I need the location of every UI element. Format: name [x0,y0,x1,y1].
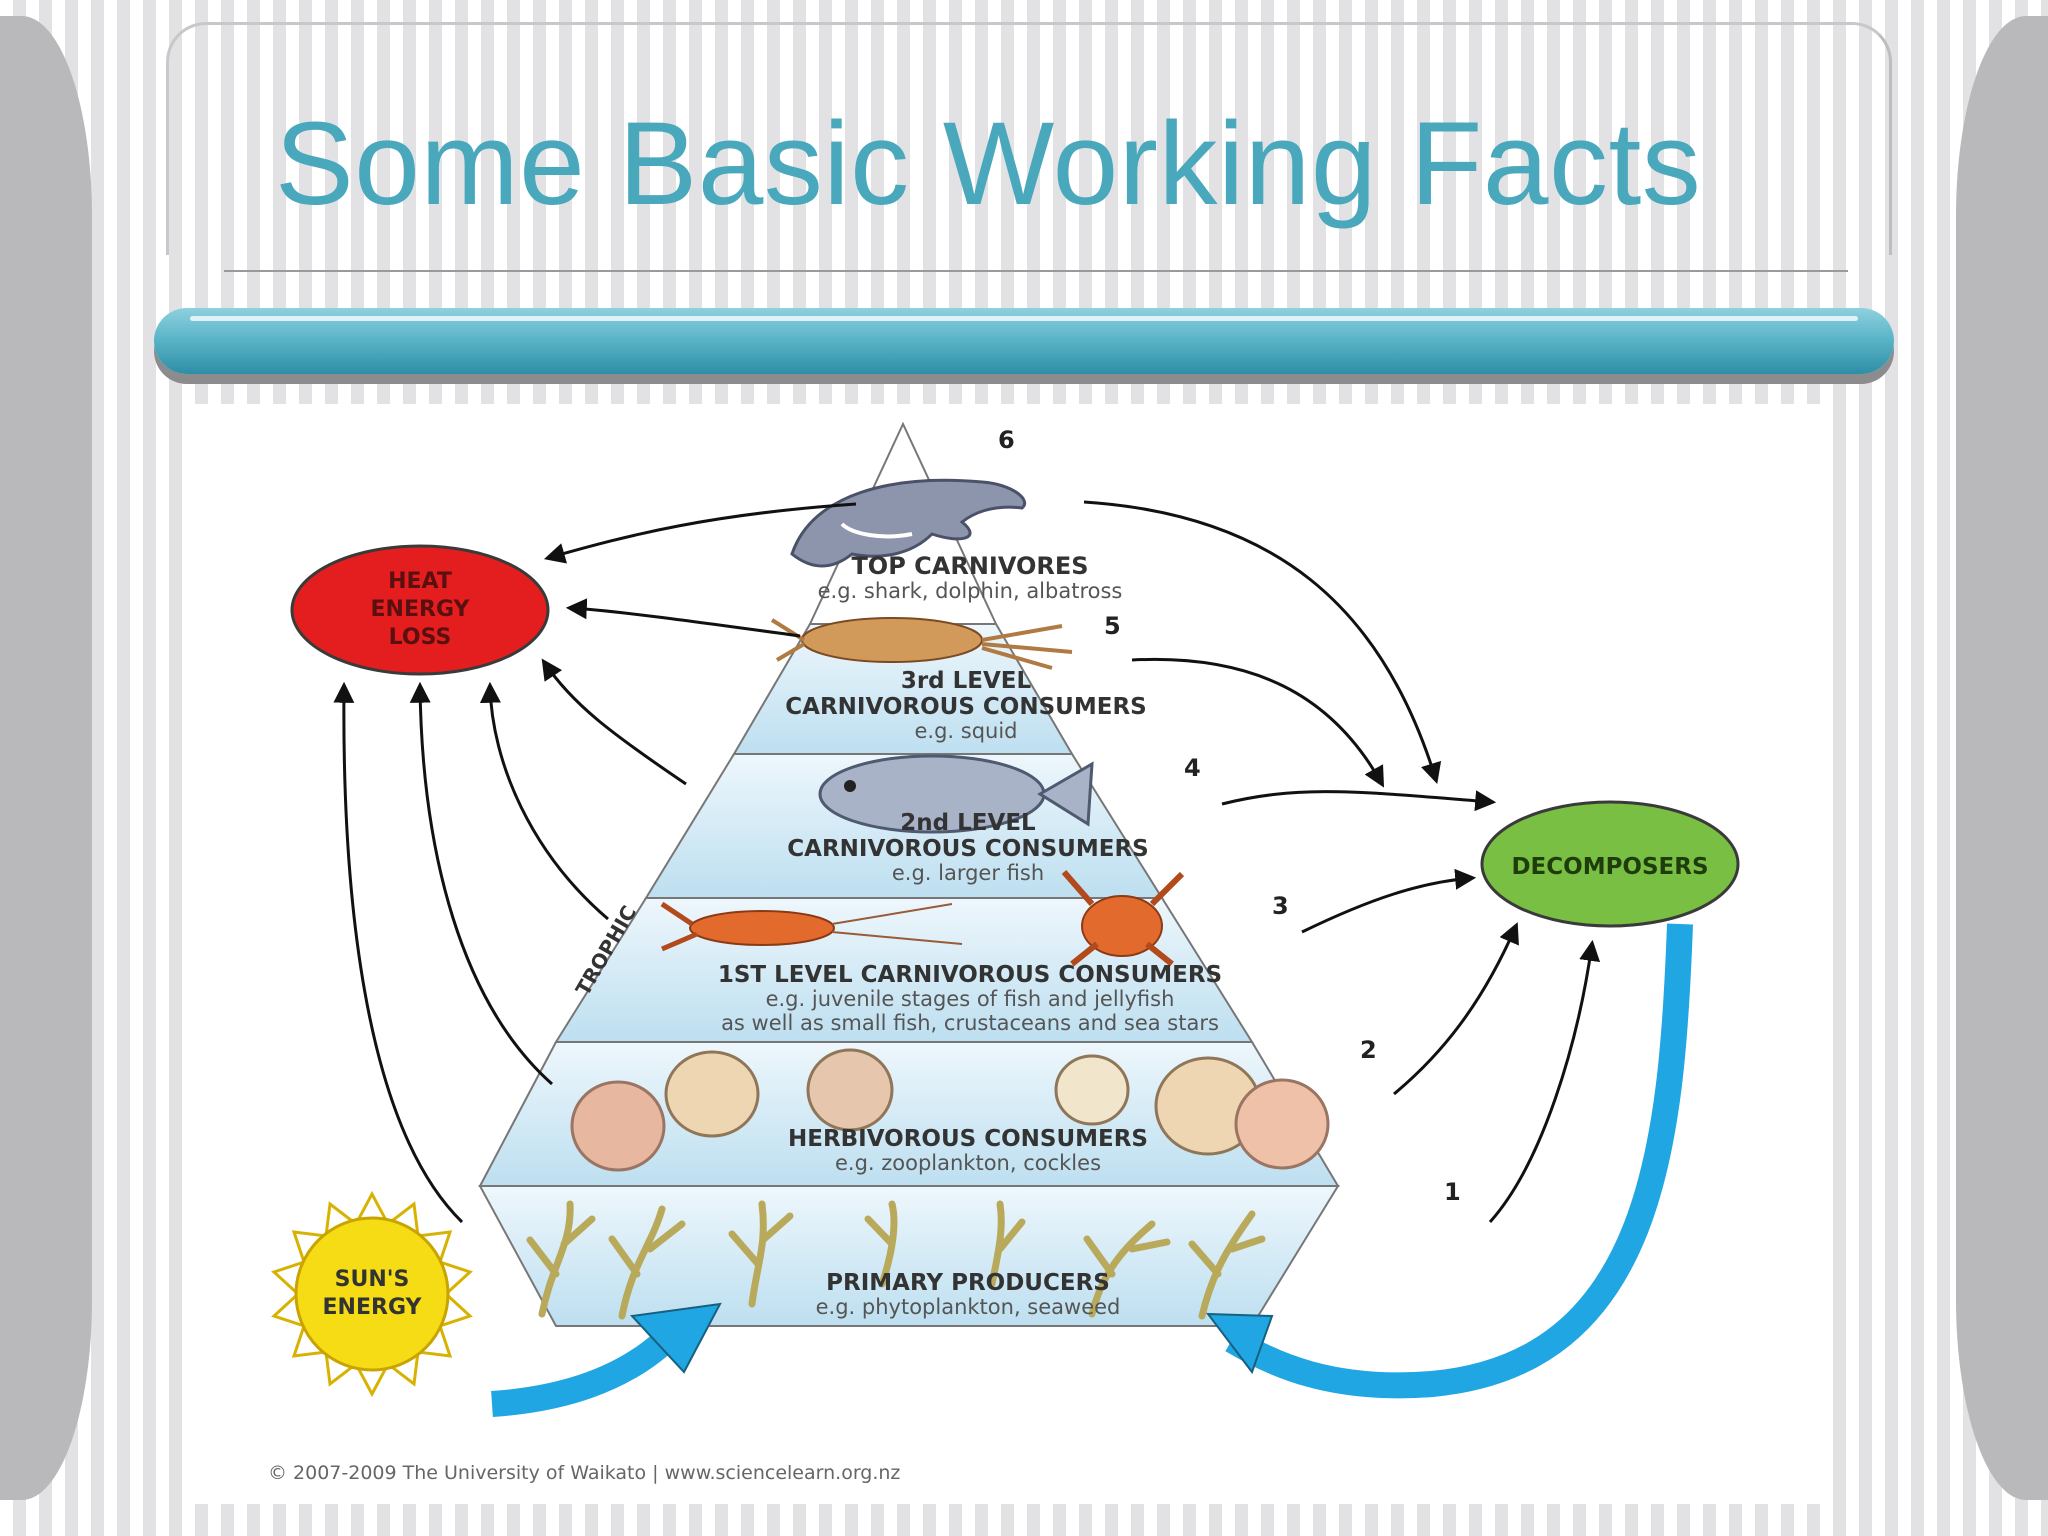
shells-illustration [570,1048,1330,1172]
level-5-name-line1: 3rd LEVEL [901,668,1032,694]
level-3-name: 1ST LEVEL CARNIVOROUS CONSUMERS [718,962,1222,988]
crayfish-illustration [660,870,1185,967]
accent-bar [154,308,1894,374]
level-number-5: 5 [1104,612,1121,640]
title-divider [224,270,1848,272]
level-number-3: 3 [1272,892,1289,920]
level-1-example: e.g. phytoplankton, seaweed [816,1295,1121,1319]
seaweed-illustration [526,1200,1266,1320]
level-4-example: e.g. larger fish [892,861,1044,885]
sun-to-producers-arrow [491,1324,682,1417]
level-5-name-line2: CARNIVOROUS CONSUMERS [785,694,1146,720]
level-3-example-line2: as well as small fish, crustaceans and s… [721,1011,1219,1035]
level-number-6: 6 [998,426,1015,454]
level-6-name: TOP CARNIVORES [851,552,1088,580]
squid-illustration [770,617,1073,670]
decomposers-label: DECOMPOSERS [1511,854,1708,880]
level-4-name-line1: 2nd LEVEL [900,810,1036,836]
sun-icon [271,1190,473,1398]
title-frame [166,22,1892,255]
heat-loss-arrows [333,502,857,1224]
decomposer-arrows [1083,500,1601,1224]
left-decorative-band [0,16,92,1500]
level-3-example-line1: e.g. juvenile stages of fish and jellyfi… [766,987,1175,1011]
heat-line3: LOSS [389,625,452,650]
heat-energy-loss-ellipse [290,544,550,676]
level-2-example: e.g. zooplankton, cockles [835,1151,1101,1175]
right-decorative-band [1956,16,2048,1500]
sun-arrow-head [629,1302,722,1374]
decomposer-arrow-head [1205,1312,1274,1375]
decomposers-to-producers-arrow [1225,923,1693,1399]
heat-line1: HEAT [388,569,452,594]
copyright-notice: © 2007-2009 The University of Waikato | … [268,1462,901,1484]
sun-line1: SUN'S [335,1267,410,1292]
level-4-name-line2: CARNIVOROUS CONSUMERS [787,836,1148,862]
level-number-1: 1 [1444,1178,1461,1206]
level-6-example: e.g. shark, dolphin, albatross [818,579,1123,603]
heat-line2: ENERGY [371,597,471,622]
sun-line2: ENERGY [323,1295,423,1320]
dolphin-illustration [790,478,1026,568]
level-number-4: 4 [1184,754,1201,782]
level-number-2: 2 [1360,1036,1377,1064]
fish-illustration [818,754,1094,834]
diagram-canvas: HEAT ENERGY LOSS DECOMPOSERS SUN'S ENERG… [271,421,1740,1417]
slide-title: Some Basic Working Facts [275,98,1702,230]
level-5-example: e.g. squid [914,719,1017,743]
decomposers-ellipse [1480,800,1740,928]
level-1-name: PRIMARY PRODUCERS [826,1270,1110,1296]
level-2-name: HERBIVOROUS CONSUMERS [788,1126,1148,1152]
food-pyramid-diagram: HEAT ENERGY LOSS DECOMPOSERS SUN'S ENERG… [192,404,1832,1504]
